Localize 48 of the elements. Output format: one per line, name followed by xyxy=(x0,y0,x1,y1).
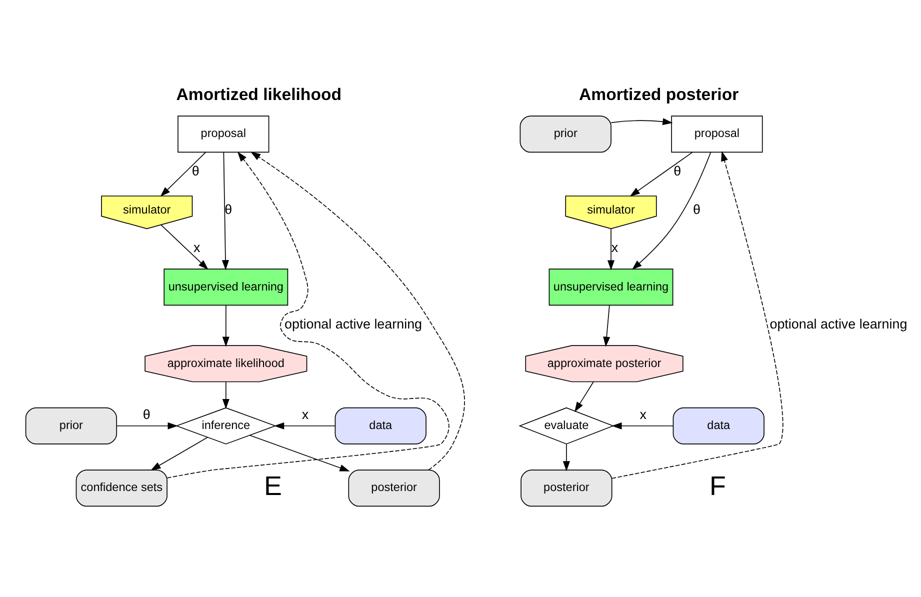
node-diamond: evaluate xyxy=(518,407,614,444)
label: Amortized likelihood xyxy=(176,85,342,104)
arrow xyxy=(249,434,350,472)
arrow xyxy=(160,224,208,270)
arrow xyxy=(274,422,336,430)
edge-label: optional active learning xyxy=(770,316,908,332)
arrow xyxy=(610,118,673,126)
arrow xyxy=(607,228,615,270)
arrow xyxy=(612,151,784,479)
arrow xyxy=(562,444,570,472)
edge-label: θ xyxy=(142,406,150,422)
edge-label: x xyxy=(611,240,618,256)
label: Amortized posterior xyxy=(579,85,739,104)
node-box: posterior xyxy=(520,470,612,507)
edge-label: optional active learning xyxy=(284,316,422,332)
arrow xyxy=(222,382,230,410)
arrow xyxy=(116,422,178,430)
node-box: prior xyxy=(25,407,118,444)
arrow xyxy=(222,152,229,270)
arrow xyxy=(574,382,594,412)
arrow xyxy=(612,422,674,430)
edge-label: x xyxy=(302,406,309,422)
arrow xyxy=(630,152,693,197)
edge-label: θ xyxy=(674,164,682,179)
node-box: unsupervised learning xyxy=(164,268,288,306)
node-box: proposal xyxy=(178,116,270,153)
arrow xyxy=(166,152,450,478)
arrow xyxy=(150,437,208,470)
node-diamond: inference xyxy=(175,407,276,444)
node-box: posterior xyxy=(348,470,440,507)
arrow xyxy=(160,152,206,197)
edge-label: x xyxy=(640,406,646,422)
edge-label: θ xyxy=(224,202,232,217)
edge-label: x xyxy=(194,240,200,256)
edge-label: θ xyxy=(693,202,701,217)
arrow xyxy=(222,304,230,347)
label: E xyxy=(264,470,282,501)
node-box: proposal xyxy=(671,116,763,153)
arrow xyxy=(632,152,712,270)
arrow xyxy=(250,152,465,470)
node-box: data xyxy=(334,407,426,444)
arrow xyxy=(603,304,610,347)
node-box: data xyxy=(672,407,764,444)
edge-label: θ xyxy=(192,164,200,179)
node-box: unsupervised learning xyxy=(548,268,674,306)
label: F xyxy=(710,470,726,501)
node-box: prior xyxy=(520,116,612,153)
node-box: confidence sets xyxy=(76,470,168,507)
